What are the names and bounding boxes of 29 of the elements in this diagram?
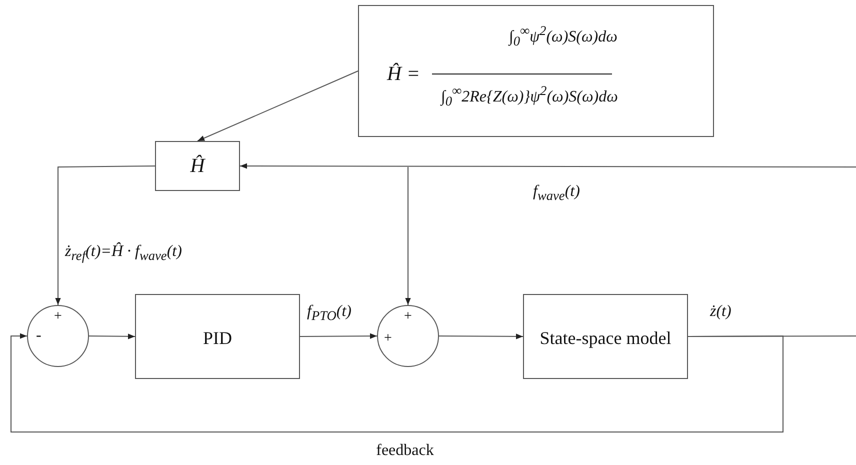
sign-symbol: + [384, 332, 392, 346]
block-label: PID [202, 329, 233, 347]
formula-denominator: ∫$_{0}$$^{∞}$2Re{Z(ω)}ψ$^{2}$(ω)S(ω)dω [441, 84, 618, 108]
gain-symbol: Ĥ [189, 156, 206, 176]
formula-lhs: Ĥ = [387, 64, 420, 84]
arrow [10, 333, 784, 432]
sign-symbol: + [54, 310, 62, 324]
model-block [523, 294, 688, 379]
sign-symbol: - [36, 328, 42, 344]
arrow [197, 70, 358, 142]
arrow [55, 166, 156, 306]
gain-block [155, 141, 240, 191]
sign-symbol: + [404, 310, 412, 324]
edge-label: f$_{PTO}$(t) [307, 303, 352, 324]
arrow [88, 334, 136, 340]
signal-label: f$_{wave}$(t) [533, 183, 580, 204]
edge-label: feedback [375, 442, 435, 460]
controller-block [135, 294, 300, 379]
formula-box [358, 5, 714, 137]
edge-label: ż$_{ref}$(t)=Ĥ · f$_{wave}$(t) [65, 243, 182, 264]
signal-arrow [405, 166, 411, 306]
arrow [438, 334, 524, 340]
block-label: State-space model [538, 329, 672, 347]
edge-label: ż(t) [710, 303, 732, 321]
formula-numerator: ∫$_{0}$$^{∞}$ψ$^{2}$(ω)S(ω)dω [509, 24, 618, 48]
signal-arrow [240, 163, 856, 169]
arrow [300, 333, 378, 339]
summing-junction [27, 305, 89, 367]
summing-junction [377, 305, 439, 367]
